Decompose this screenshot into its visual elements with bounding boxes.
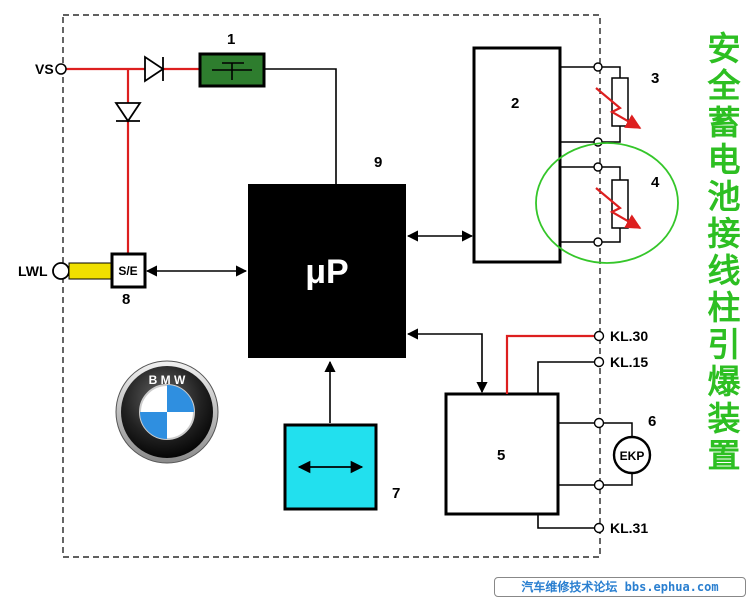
side-title-char: 电 [707,140,741,179]
kl15-label: KL.15 [610,354,648,370]
component-7-label: 7 [392,485,400,502]
side-title-char: 置 [707,436,741,475]
igniter-3 [560,66,629,143]
diode-vertical [114,102,142,123]
igniter-4-bolt-icon [595,187,642,229]
lwl-terminal [52,262,70,280]
side-title-char: 爆 [707,362,741,401]
side-title-char: 接 [707,214,741,253]
component-6-label: 6 [648,413,656,430]
footer-banner: 汽车维修技术论坛 bbs.ephua.com [494,577,746,597]
side-title-char: 柱 [707,288,741,327]
ekp-wiring [558,422,633,486]
block-5 [444,392,560,516]
highlight-circle [535,142,679,264]
kl31-terminal [593,522,605,534]
ekp-pump-icon [612,435,652,475]
kl31-wire [537,514,596,529]
component-5-label: 5 [497,447,505,464]
igniter-4-terminal-bottom [593,237,603,247]
microprocessor-label: μP [305,253,348,291]
igniter-4-terminal-top [593,162,603,172]
kl15-wire [537,361,596,394]
kl30-label: KL.30 [610,328,648,344]
kl30-wire [505,334,596,394]
kl15-terminal [593,356,605,368]
igniter-4 [560,166,629,243]
igniter-3-terminal-bottom [593,137,603,147]
component-1-label: 1 [227,31,235,48]
block-2 [472,46,562,264]
igniter-3-bolt-icon [595,87,642,129]
ekp-label: EKP [620,449,645,463]
side-title-char: 池 [707,177,741,216]
microprocessor-block [248,184,406,358]
component-8-label: 8 [122,291,130,308]
side-title-char: 蓄 [707,103,741,142]
component-3-label: 3 [651,70,659,87]
ekp-terminal-bottom [593,479,605,491]
side-title: 安全蓄电池接线柱引爆装置 [702,30,746,474]
side-title-char: 安 [707,29,741,68]
kl31-label: KL.31 [610,520,648,536]
lwl-label: LWL [18,263,48,279]
fuse-symbol-icon [212,62,252,80]
up-block5-link [406,328,488,394]
side-title-char: 线 [707,251,741,290]
diode-horizontal [144,55,165,83]
kl30-terminal [593,330,605,342]
igniter-3-terminal-top [593,62,603,72]
side-title-char: 引 [707,325,741,364]
component-2-label: 2 [511,95,519,112]
ekp-terminal-top [593,417,605,429]
se-box [110,252,147,289]
vs-label: VS [35,61,54,77]
bmw-logo-letters: B M W [149,373,186,387]
fuse-output-wire [264,68,337,184]
side-title-char: 全 [707,66,741,105]
vs-terminal [55,63,67,75]
se-label: S/E [118,264,137,278]
component-9-label: 9 [374,154,382,171]
side-title-char: 装 [707,399,741,438]
component-4-label: 4 [651,174,660,191]
bmw-logo: B M W [115,360,219,464]
yellow-connector [68,262,113,280]
